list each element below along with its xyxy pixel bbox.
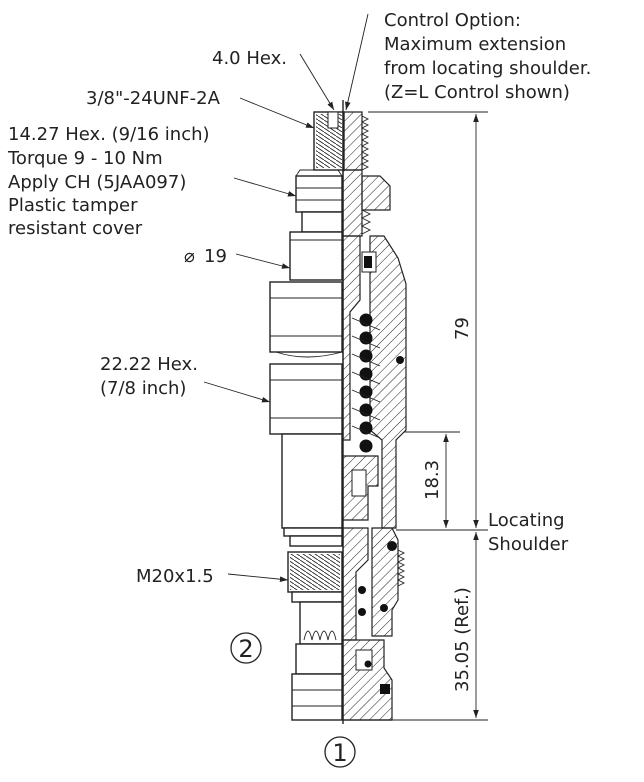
diameter-symbol-icon: ⌀ [184, 246, 195, 267]
label-hex-14-line1: 14.27 Hex. (9/16 inch) [8, 124, 210, 145]
callout-locating-shoulder: Locating Shoulder [488, 510, 569, 555]
callout-control-option: Control Option: Maximum extension from l… [384, 10, 591, 103]
label-hex-22-line1: 22.22 Hex. [100, 354, 198, 375]
callout-body-hex: 22.22 Hex. (7/8 inch) [100, 354, 198, 399]
callout-thread-3-8: 3/8"-24UNF-2A [86, 88, 221, 109]
label-thread-m20: M20x1.5 [136, 566, 214, 587]
collar-19 [289, 231, 343, 281]
valve-section [342, 111, 407, 721]
body-hex-upper [269, 281, 343, 353]
port-2-label: 2 [238, 635, 253, 663]
label-hex-14-line3: Apply CH (5JAA097) [8, 172, 186, 193]
dimension-reference: 35.05 (Ref.) [452, 587, 473, 692]
label-hex-14-line4: Plastic tamper [8, 195, 138, 216]
port-1-label: 1 [332, 739, 347, 767]
label-diameter-19: 19 [204, 246, 227, 267]
port-1-marker: 1 [324, 736, 356, 768]
label-control-line1: Control Option: [384, 10, 521, 31]
label-thread-3-8: 3/8"-24UNF-2A [86, 88, 221, 109]
callout-m20: M20x1.5 [136, 566, 214, 587]
adjuster-slot [327, 111, 339, 129]
label-locating-line2: Shoulder [488, 534, 569, 555]
label-control-line4: (Z=L Control shown) [384, 82, 570, 103]
label-4-hex: 4.0 Hex. [212, 48, 287, 69]
label-control-line3: from locating shoulder. [384, 58, 591, 79]
jam-nut-hex [295, 175, 343, 213]
label-hex-14-line2: Torque 9 - 10 Nm [7, 148, 163, 169]
label-hex-14-line5: resistant cover [8, 218, 143, 239]
label-hex-22-line2: (7/8 inch) [100, 378, 186, 399]
label-locating-line1: Locating [488, 510, 565, 531]
port-2-marker: 2 [230, 632, 262, 664]
callout-jam-nut: 14.27 Hex. (9/16 inch) Torque 9 - 10 Nm … [7, 124, 210, 239]
label-control-line2: Maximum extension [384, 34, 566, 55]
callout-4-hex: 4.0 Hex. [212, 48, 287, 69]
body-hex-lower [269, 363, 343, 435]
callout-diameter: ⌀ 19 [184, 246, 227, 267]
dimension-shoulder: 18.3 [422, 460, 443, 500]
dimensions [368, 111, 488, 721]
leaders [203, 13, 369, 583]
valve-exterior [269, 111, 345, 721]
dimension-overall: 79 [452, 317, 473, 340]
